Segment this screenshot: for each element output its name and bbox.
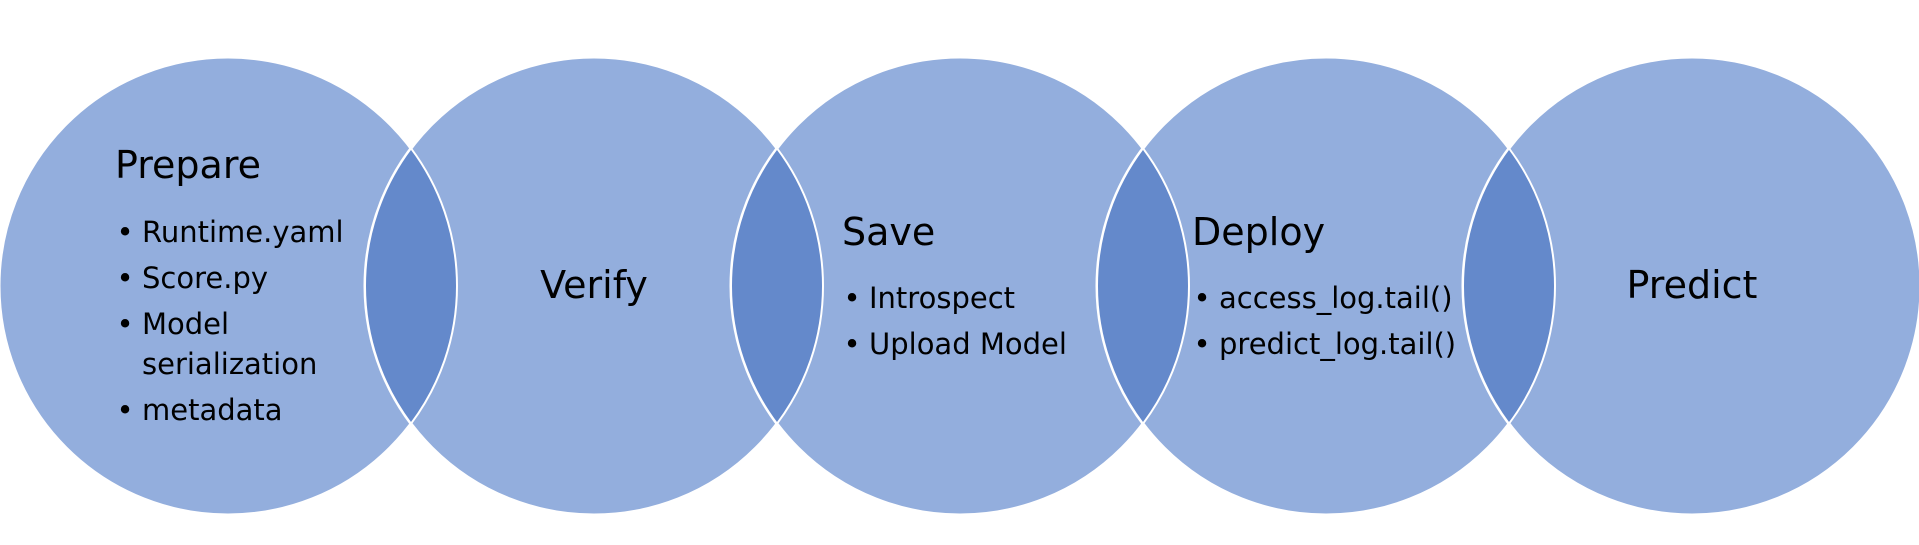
bullet-dot-icon: • <box>843 327 860 361</box>
stage-item: metadata <box>142 393 283 427</box>
overlap-lens-3 <box>1096 146 1190 426</box>
stage-title-predict: Predict <box>1627 263 1758 307</box>
stage-title-deploy: Deploy <box>1192 210 1325 254</box>
stage-title-verify: Verify <box>540 263 648 307</box>
stage-item: serialization <box>142 347 317 381</box>
stage-item: Runtime.yaml <box>142 215 344 249</box>
overlap-lens-4 <box>1462 146 1556 426</box>
stage-circles <box>0 55 1919 517</box>
stage-title-prepare: Prepare <box>115 143 261 187</box>
stage-item: Model <box>142 307 229 341</box>
stage-item: Upload Model <box>869 327 1067 361</box>
stage-item: Introspect <box>869 281 1015 315</box>
stage-item: Score.py <box>142 261 268 295</box>
bullet-dot-icon: • <box>116 261 133 295</box>
bullet-dot-icon: • <box>1193 281 1210 315</box>
overlap-lens-1 <box>364 146 458 426</box>
bullet-dot-icon: • <box>843 281 860 315</box>
bullet-dot-icon: • <box>116 393 133 427</box>
stage-item: access_log.tail() <box>1219 281 1453 315</box>
bullet-dot-icon: • <box>116 307 133 341</box>
stage-title-save: Save <box>842 210 935 254</box>
stage-item: predict_log.tail() <box>1219 327 1456 361</box>
bullet-dot-icon: • <box>116 215 133 249</box>
stage-overlaps <box>364 146 1556 426</box>
stage-labels: Prepare • Runtime.yaml • Score.py • Model seria… <box>115 143 1757 427</box>
bullet-dot-icon: • <box>1193 327 1210 361</box>
overlap-lens-2 <box>730 146 824 426</box>
